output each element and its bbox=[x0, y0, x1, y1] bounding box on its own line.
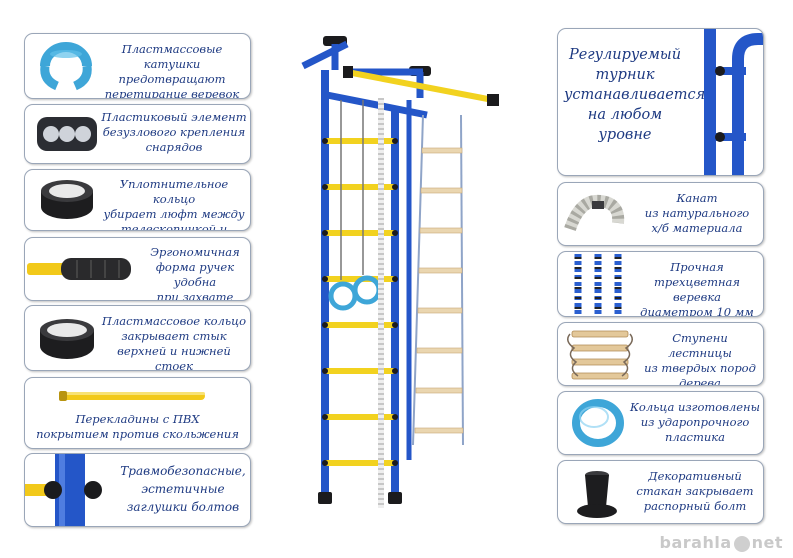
feature-line: стакан закрывает bbox=[636, 484, 754, 498]
feature-line: Кольца изготовлены bbox=[630, 400, 760, 414]
feature-line: Уплотнительное кольцо bbox=[119, 177, 229, 206]
feature-card-plugs: Травмобезопасные, эстетичные заглушки бо… bbox=[24, 453, 251, 527]
feature-line: диаметром 10 мм bbox=[640, 305, 754, 317]
decorative-cup-icon bbox=[577, 471, 617, 518]
crossbar-icon bbox=[59, 391, 205, 401]
gym-ring-icon bbox=[572, 399, 624, 447]
knotless-fastener-icon bbox=[37, 117, 97, 151]
watermark-left: barahla bbox=[659, 533, 732, 552]
feature-line: убирает люфт между bbox=[103, 207, 245, 221]
watermark: barahla net bbox=[660, 533, 784, 552]
feature-line: эстетичные bbox=[141, 482, 225, 496]
feature-line: турник bbox=[595, 67, 655, 83]
feature-line: Ступени лестницы bbox=[668, 331, 732, 360]
feature-line: перетирание веревок bbox=[104, 87, 240, 99]
feature-line: из натурального bbox=[644, 206, 750, 220]
wall-bars-illustration bbox=[301, 36, 499, 508]
feature-card-ring-joint: Пластмассовое кольцо закрывает стык верх… bbox=[24, 305, 251, 371]
feature-line: Прочная bbox=[670, 260, 724, 274]
feature-line: х/б материала bbox=[651, 221, 743, 235]
watermark-right: net bbox=[751, 533, 783, 552]
feature-line: снарядов bbox=[145, 140, 203, 154]
feature-line: безузлового крепления bbox=[102, 125, 246, 139]
feature-line: из ударопрочного bbox=[640, 415, 750, 429]
plastic-spool-icon bbox=[40, 42, 92, 91]
tricolor-cord-icon bbox=[574, 254, 622, 314]
feature-line: Канат bbox=[676, 191, 718, 205]
feature-line: при захвате bbox=[156, 290, 234, 301]
feature-line: устанавливается bbox=[564, 87, 706, 103]
feature-line: Декоративный bbox=[648, 469, 742, 483]
feature-line: телескопичкой и стойкой bbox=[120, 222, 228, 231]
feature-line: Травмобезопасные, bbox=[120, 464, 246, 478]
feature-line: покрытием против скольжения bbox=[36, 427, 239, 441]
bolt-plug-icon bbox=[25, 454, 102, 526]
feature-line: Пластмассовое кольцо bbox=[101, 314, 247, 328]
seal-ring-icon bbox=[41, 180, 93, 219]
feature-line: трехцветная веревка bbox=[653, 275, 741, 304]
feature-card-knotless: Пластиковый элемент безузлового креплени… bbox=[24, 104, 251, 164]
feature-card-ladder: Ступени лестницы из твердых пород дерева bbox=[557, 322, 764, 386]
feature-line: заглушки болтов bbox=[126, 500, 240, 514]
feature-card-grips: Эргономичная форма ручек удобна при захв… bbox=[24, 237, 251, 301]
feature-card-rungs: Перекладины с ПВХ покрытием против сколь… bbox=[24, 377, 251, 449]
feature-card-spools: Пластмассовые катушки предотвращают пере… bbox=[24, 33, 251, 99]
feature-line: Эргономичная bbox=[150, 245, 240, 259]
feature-card-rope: Канат из натурального х/б материала bbox=[557, 182, 764, 246]
feature-line: из твердых пород bbox=[644, 361, 756, 375]
feature-line: уровне bbox=[598, 127, 652, 143]
feature-line: Регулируемый bbox=[568, 47, 682, 63]
cotton-rope-icon bbox=[564, 194, 625, 232]
feature-card-cord: Прочная трехцветная веревка диаметром 10… bbox=[557, 251, 764, 317]
feature-line: на любом bbox=[587, 107, 663, 123]
feature-line: дерева bbox=[679, 376, 721, 386]
feature-line: распорный болт bbox=[643, 499, 747, 513]
plastic-ring-icon bbox=[40, 319, 94, 359]
feature-line: закрывает стык bbox=[121, 329, 227, 343]
feature-card-cup: Декоративный стакан закрывает распорный … bbox=[557, 460, 764, 524]
feature-card-rings: Кольца изготовлены из ударопрочного плас… bbox=[557, 391, 764, 455]
handle-grip-icon bbox=[27, 258, 131, 280]
feature-line: пластика bbox=[664, 430, 726, 444]
watermark-dot-icon bbox=[733, 535, 750, 552]
ladder-steps-icon bbox=[567, 330, 633, 380]
feature-line: Перекладины с ПВХ bbox=[75, 412, 200, 426]
feature-line: форма ручек удобна bbox=[155, 260, 235, 289]
feature-line: Пластмассовые катушки bbox=[121, 42, 223, 71]
feature-line: верхней и нижней стоек bbox=[117, 344, 231, 371]
adjustable-bar-icon bbox=[704, 29, 763, 175]
feature-card-seal: Уплотнительное кольцо убирает люфт между… bbox=[24, 169, 251, 231]
feature-card-pullup: Регулируемый турник устанавливается на л… bbox=[557, 28, 764, 176]
feature-line: Пластиковый элемент bbox=[101, 110, 247, 124]
feature-line: предотвращают bbox=[118, 72, 226, 86]
